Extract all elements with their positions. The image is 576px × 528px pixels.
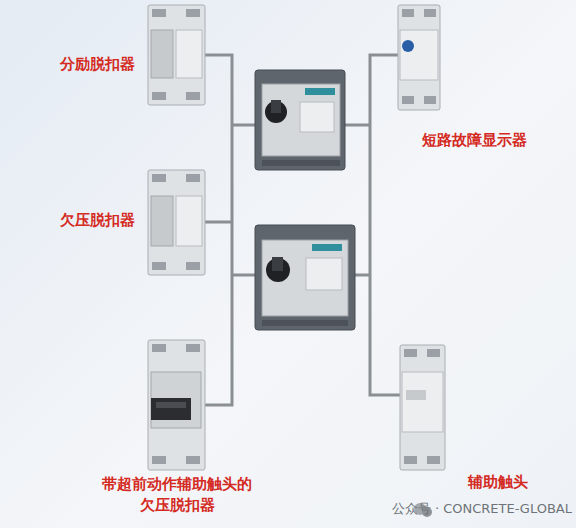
shunt-release-module bbox=[148, 5, 205, 105]
circuit-breaker bbox=[255, 70, 345, 170]
undervoltage-release-module bbox=[148, 170, 205, 275]
wire bbox=[205, 55, 400, 405]
circuit-breaker bbox=[255, 225, 355, 330]
accessory-label-box: 欠压脱扣器 bbox=[58, 210, 137, 231]
watermark: 公众号 · CONCRETE-GLOBAL bbox=[392, 500, 572, 518]
accessory-name: 带超前动作辅助触头的 欠压脱扣器 bbox=[98, 474, 256, 516]
short-circuit-indicator-module bbox=[398, 5, 440, 110]
accessory-label-box: 带超前动作辅助触头的 欠压脱扣器 bbox=[96, 474, 258, 516]
accessory-name: 欠压脱扣器 bbox=[60, 210, 135, 231]
auxiliary-contact-module bbox=[400, 345, 445, 470]
accessory-name: 分励脱扣器 bbox=[60, 54, 135, 75]
accessory-name: 短路故障显示器 bbox=[422, 130, 527, 151]
accessory-label-box: 分励脱扣器 bbox=[58, 54, 137, 75]
accessory-name: 辅助触头 bbox=[468, 472, 528, 493]
accessory-label-box: 辅助触头 bbox=[466, 472, 530, 493]
undervoltage-release-early-contact-module bbox=[148, 340, 205, 470]
accessory-label-box: 短路故障显示器 bbox=[420, 130, 529, 151]
